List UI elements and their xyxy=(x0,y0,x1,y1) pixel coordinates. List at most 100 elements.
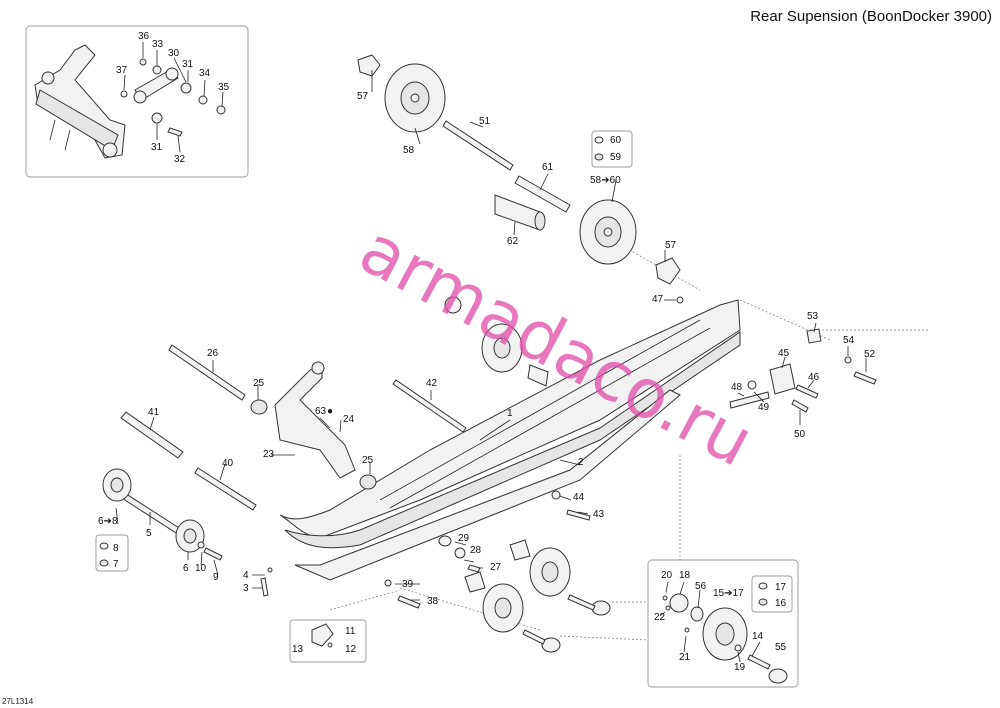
slider-block-11 xyxy=(311,623,334,648)
callout-8: 8 xyxy=(113,543,119,554)
shaft-41 xyxy=(120,411,184,459)
callout-23: 23 xyxy=(263,449,275,460)
axle-51 xyxy=(442,120,514,171)
cross-shaft-42 xyxy=(392,379,467,433)
callout-4: 4 xyxy=(243,570,249,581)
callout-38: 38 xyxy=(427,596,439,607)
callout-62: 62 xyxy=(507,236,519,247)
callout-46: 46 xyxy=(808,372,820,383)
fasteners xyxy=(197,490,591,609)
callout-31b: 31 xyxy=(151,142,163,153)
diagram-code: 27L1314 xyxy=(2,697,34,706)
inset-box-bearings-59-60 xyxy=(591,130,633,168)
callout-labels: 36 33 30 31 34 35 37 31 32 57 58 51 61 6… xyxy=(98,31,876,673)
shaft-61 xyxy=(514,175,571,213)
idler-wheel-6 xyxy=(175,519,205,553)
idler-wheel-6-8 xyxy=(102,468,132,502)
slider-rail-2 xyxy=(294,389,681,581)
drop-icon: ● xyxy=(327,406,333,417)
callout-21: 21 xyxy=(679,652,691,663)
callout-12: 12 xyxy=(345,644,357,655)
callout-41: 41 xyxy=(148,407,160,418)
idler-wheel-58 xyxy=(384,63,446,133)
callout-3: 3 xyxy=(243,583,249,594)
callout-1: 1 xyxy=(507,408,513,419)
callout-43: 43 xyxy=(593,509,605,520)
rail-wheel-lower-2 xyxy=(482,583,524,633)
callout-17: 17 xyxy=(775,582,787,593)
diagram-title: Rear Supension (BoonDocker 3900) xyxy=(750,8,992,25)
inset-linkage-leaders xyxy=(123,42,224,153)
inset-box-linkage xyxy=(25,25,249,178)
wheel-spacer-57b xyxy=(655,257,681,285)
callout-60: 60 xyxy=(610,135,622,146)
callout-34: 34 xyxy=(199,68,211,79)
callout-2: 2 xyxy=(578,457,584,468)
inset-bearings-59-60 xyxy=(594,136,604,161)
callout-39: 39 xyxy=(402,579,414,590)
callout-32: 32 xyxy=(174,154,186,165)
callout-56: 56 xyxy=(695,581,707,592)
inset-wheel-leaders xyxy=(659,581,761,663)
inset-box-slider-11-13 xyxy=(289,619,367,663)
callout-31a: 31 xyxy=(182,59,194,70)
callout-26: 26 xyxy=(207,348,219,359)
callout-28: 28 xyxy=(470,545,482,556)
wheel-15-17 xyxy=(662,582,788,684)
callout-6: 6 xyxy=(183,563,189,574)
callout-13: 13 xyxy=(292,644,304,655)
caps-lower xyxy=(522,594,611,653)
callout-57b: 57 xyxy=(665,240,677,251)
inset-box-bearings-7-8 xyxy=(95,534,129,572)
wheel-spacer-57 xyxy=(357,54,381,77)
callout-25b: 25 xyxy=(362,455,374,466)
callout-53: 53 xyxy=(807,311,819,322)
shaft-40 xyxy=(194,467,257,511)
bracket-45 xyxy=(676,296,877,413)
callout-52: 52 xyxy=(864,349,876,360)
callout-44: 44 xyxy=(573,492,585,503)
callout-25a: 25 xyxy=(253,378,265,389)
callout-6-8: 6➔8 xyxy=(98,516,118,527)
linkage-hardware xyxy=(120,58,226,137)
callout-48: 48 xyxy=(731,382,743,393)
rail-wheel-top xyxy=(444,296,549,387)
callout-35: 35 xyxy=(218,82,230,93)
callout-11: 11 xyxy=(345,626,356,637)
rail-wheel-27-29 xyxy=(438,535,531,593)
callout-63: 63 xyxy=(315,406,327,417)
callout-40: 40 xyxy=(222,458,234,469)
callout-20: 20 xyxy=(661,570,673,581)
callout-54: 54 xyxy=(843,335,855,346)
idler-wheel-58-60 xyxy=(579,199,637,265)
inset-box-wheel-assembly xyxy=(647,559,799,688)
callout-9: 9 xyxy=(213,572,219,583)
rail-wheel-lower-1 xyxy=(529,547,571,597)
callout-27: 27 xyxy=(490,562,502,573)
callout-58: 58 xyxy=(403,145,415,156)
callout-16: 16 xyxy=(775,598,787,609)
callout-61: 61 xyxy=(542,162,554,173)
link-plate-part xyxy=(133,67,179,104)
callout-14: 14 xyxy=(752,631,764,642)
callout-15-17: 15➔17 xyxy=(713,588,744,599)
inset-bearings-7-8 xyxy=(99,542,109,567)
callout-10: 10 xyxy=(195,563,207,574)
linkage-arm-part xyxy=(34,44,126,159)
callout-37: 37 xyxy=(116,65,128,76)
callout-42: 42 xyxy=(426,378,438,389)
callout-22: 22 xyxy=(654,612,666,623)
callout-51: 51 xyxy=(479,116,491,127)
callout-49: 49 xyxy=(758,402,770,413)
callout-18: 18 xyxy=(679,570,691,581)
callout-33: 33 xyxy=(152,39,164,50)
callout-36: 36 xyxy=(138,31,150,42)
pivot-arm-23 xyxy=(250,361,377,490)
callout-19: 19 xyxy=(734,662,746,673)
inset-box-bearings-16-17 xyxy=(751,575,793,613)
callout-29: 29 xyxy=(458,533,470,544)
callout-55: 55 xyxy=(775,642,787,653)
callout-45: 45 xyxy=(778,348,790,359)
